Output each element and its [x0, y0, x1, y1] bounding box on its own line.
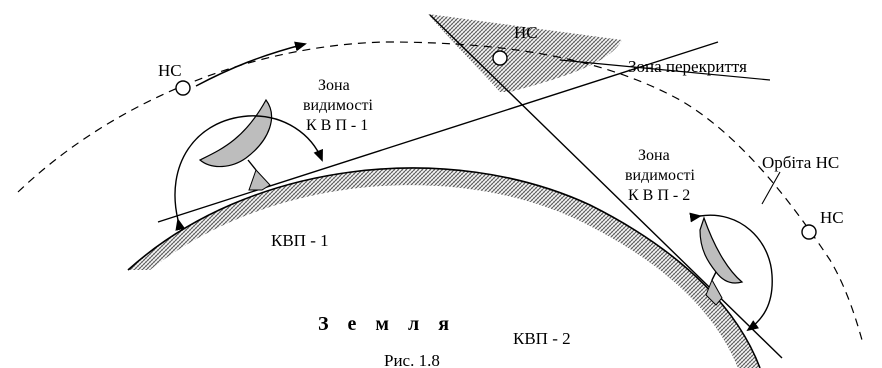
visibility-zone-2-line1: Зона — [638, 147, 670, 164]
satellite-right-label: НС — [820, 208, 844, 227]
orbit-label: Орбіта НС — [762, 153, 839, 172]
antenna-kvp1-icon — [198, 98, 273, 191]
satellite-top-label: НС — [514, 23, 538, 42]
earth-surface-band — [128, 167, 760, 368]
station-1-label: КВП - 1 — [271, 231, 329, 250]
swing-arc-kvp1 — [174, 115, 323, 231]
satellite-left-label: НС — [158, 61, 182, 80]
visibility-zone-1-line2: видимості — [303, 97, 373, 114]
station-2-label: КВП - 2 — [513, 329, 571, 348]
visibility-zone-2-line3: К В П - 2 — [628, 187, 690, 204]
satellite-left-icon — [175, 80, 191, 96]
earth-label: З е м л я — [318, 313, 456, 335]
satellite-direction-arrow — [195, 41, 307, 87]
overlap-leader-line — [559, 59, 771, 81]
satellite-orbit — [17, 41, 863, 341]
orbit-leader-line — [761, 171, 781, 205]
satellite-top-icon — [492, 50, 508, 66]
visibility-zone-1-line3: К В П - 1 — [306, 117, 368, 134]
visibility-zone-1-line1: Зона — [318, 77, 350, 94]
overlap-zone-label: Зона перекриття — [628, 57, 747, 76]
swing-arc-kvp2 — [689, 212, 773, 332]
satellite-right-icon — [801, 224, 817, 240]
visibility-zone-2-line2: видимості — [625, 167, 695, 184]
figure-caption: Рис. 1.8 — [384, 351, 440, 368]
overlap-zone-region — [428, 14, 622, 92]
